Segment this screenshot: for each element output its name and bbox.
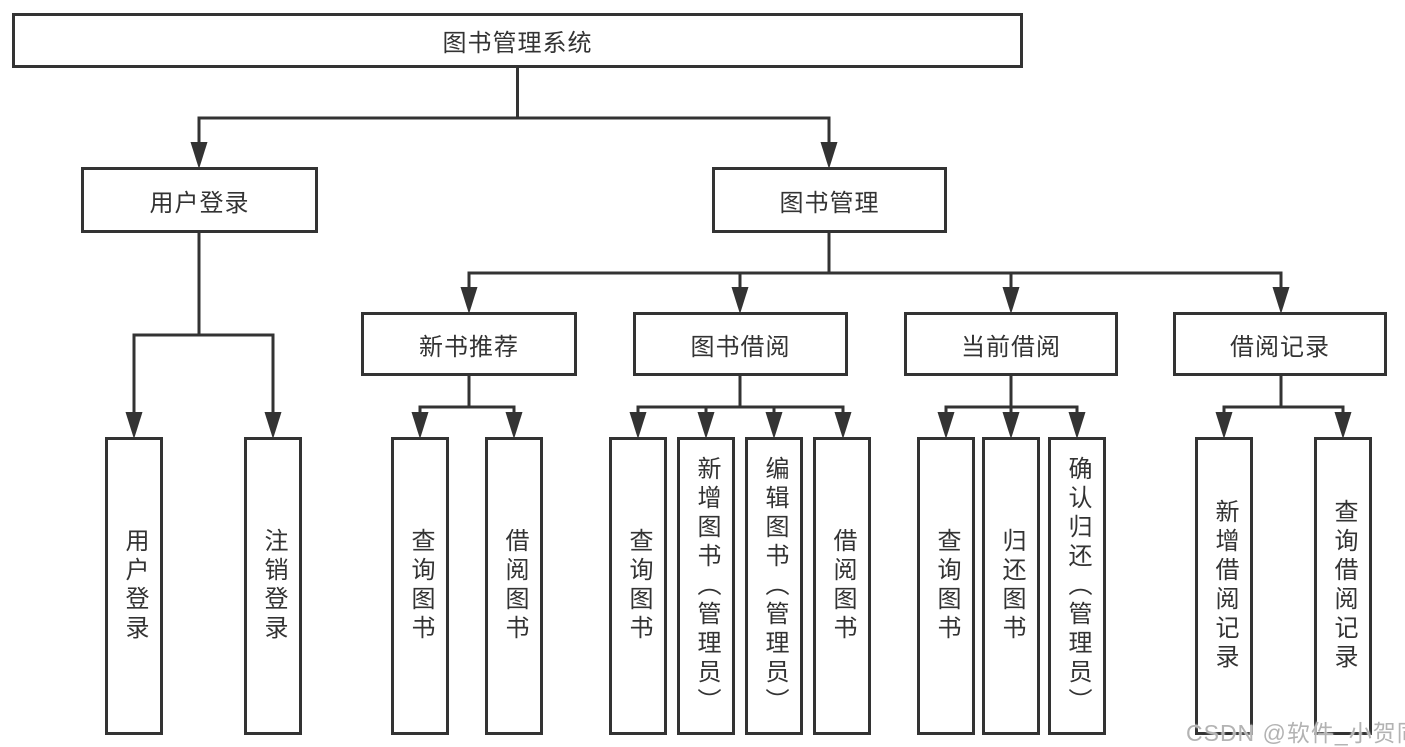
leaf-edit-books-admin: 编辑图书（管理员） (745, 437, 803, 735)
arrowhead (1215, 412, 1233, 439)
arrowhead (264, 412, 282, 439)
arrowhead (697, 412, 715, 439)
arrowhead (1334, 412, 1352, 439)
leaf-confirm-return-admin: 确认归还（管理员） (1048, 437, 1106, 735)
leaf-return-books: 归还图书 (982, 437, 1040, 735)
arrowhead (731, 287, 749, 314)
node-user-login-branch: 用户登录 (81, 167, 318, 233)
connector-root-to-level2 (197, 66, 831, 143)
arrowhead (1272, 287, 1290, 314)
connector-leaf-stubs (418, 405, 1345, 414)
leaf-borrow-books: 借阅图书 (813, 437, 871, 735)
arrowhead (505, 412, 523, 439)
leaf-borrow-books-recommend: 借阅图书 (485, 437, 543, 735)
arrowhead (1068, 412, 1086, 439)
leaf-add-borrow-record: 新增借阅记录 (1195, 437, 1253, 735)
leaf-query-books-borrow: 查询图书 (609, 437, 667, 735)
arrowhead (190, 142, 208, 169)
leaf-query-borrow-record: 查询借阅记录 (1314, 437, 1372, 735)
arrowhead (1002, 287, 1020, 314)
leaf-logout: 注销登录 (244, 437, 302, 735)
csdn-watermark: CSDN @软件_小贺同学 (1186, 720, 1405, 746)
leaf-user-login: 用户登录 (105, 437, 163, 735)
leaf-add-books-admin: 新增图书（管理员） (677, 437, 735, 735)
arrowhead (1002, 412, 1020, 439)
leaf-query-books-current: 查询图书 (917, 437, 975, 735)
arrowhead (937, 412, 955, 439)
arrowhead (820, 142, 838, 169)
connector-login-branch (132, 231, 275, 413)
arrowhead (411, 412, 429, 439)
connector-group-rails (418, 374, 1345, 409)
arrowhead (460, 287, 478, 314)
node-borrowing-records: 借阅记录 (1173, 312, 1387, 376)
arrowhead (125, 412, 143, 439)
arrowhead (834, 412, 852, 439)
node-book-borrowing: 图书借阅 (633, 312, 848, 376)
arrowhead (629, 412, 647, 439)
arrowhead (765, 412, 783, 439)
node-book-management-branch: 图书管理 (712, 167, 947, 233)
connector-management-branch (467, 231, 1283, 288)
leaf-query-books-recommend: 查询图书 (391, 437, 449, 735)
node-library-management-system: 图书管理系统 (12, 13, 1023, 68)
node-new-book-recommendation: 新书推荐 (361, 312, 577, 376)
node-current-borrowing: 当前借阅 (904, 312, 1118, 376)
